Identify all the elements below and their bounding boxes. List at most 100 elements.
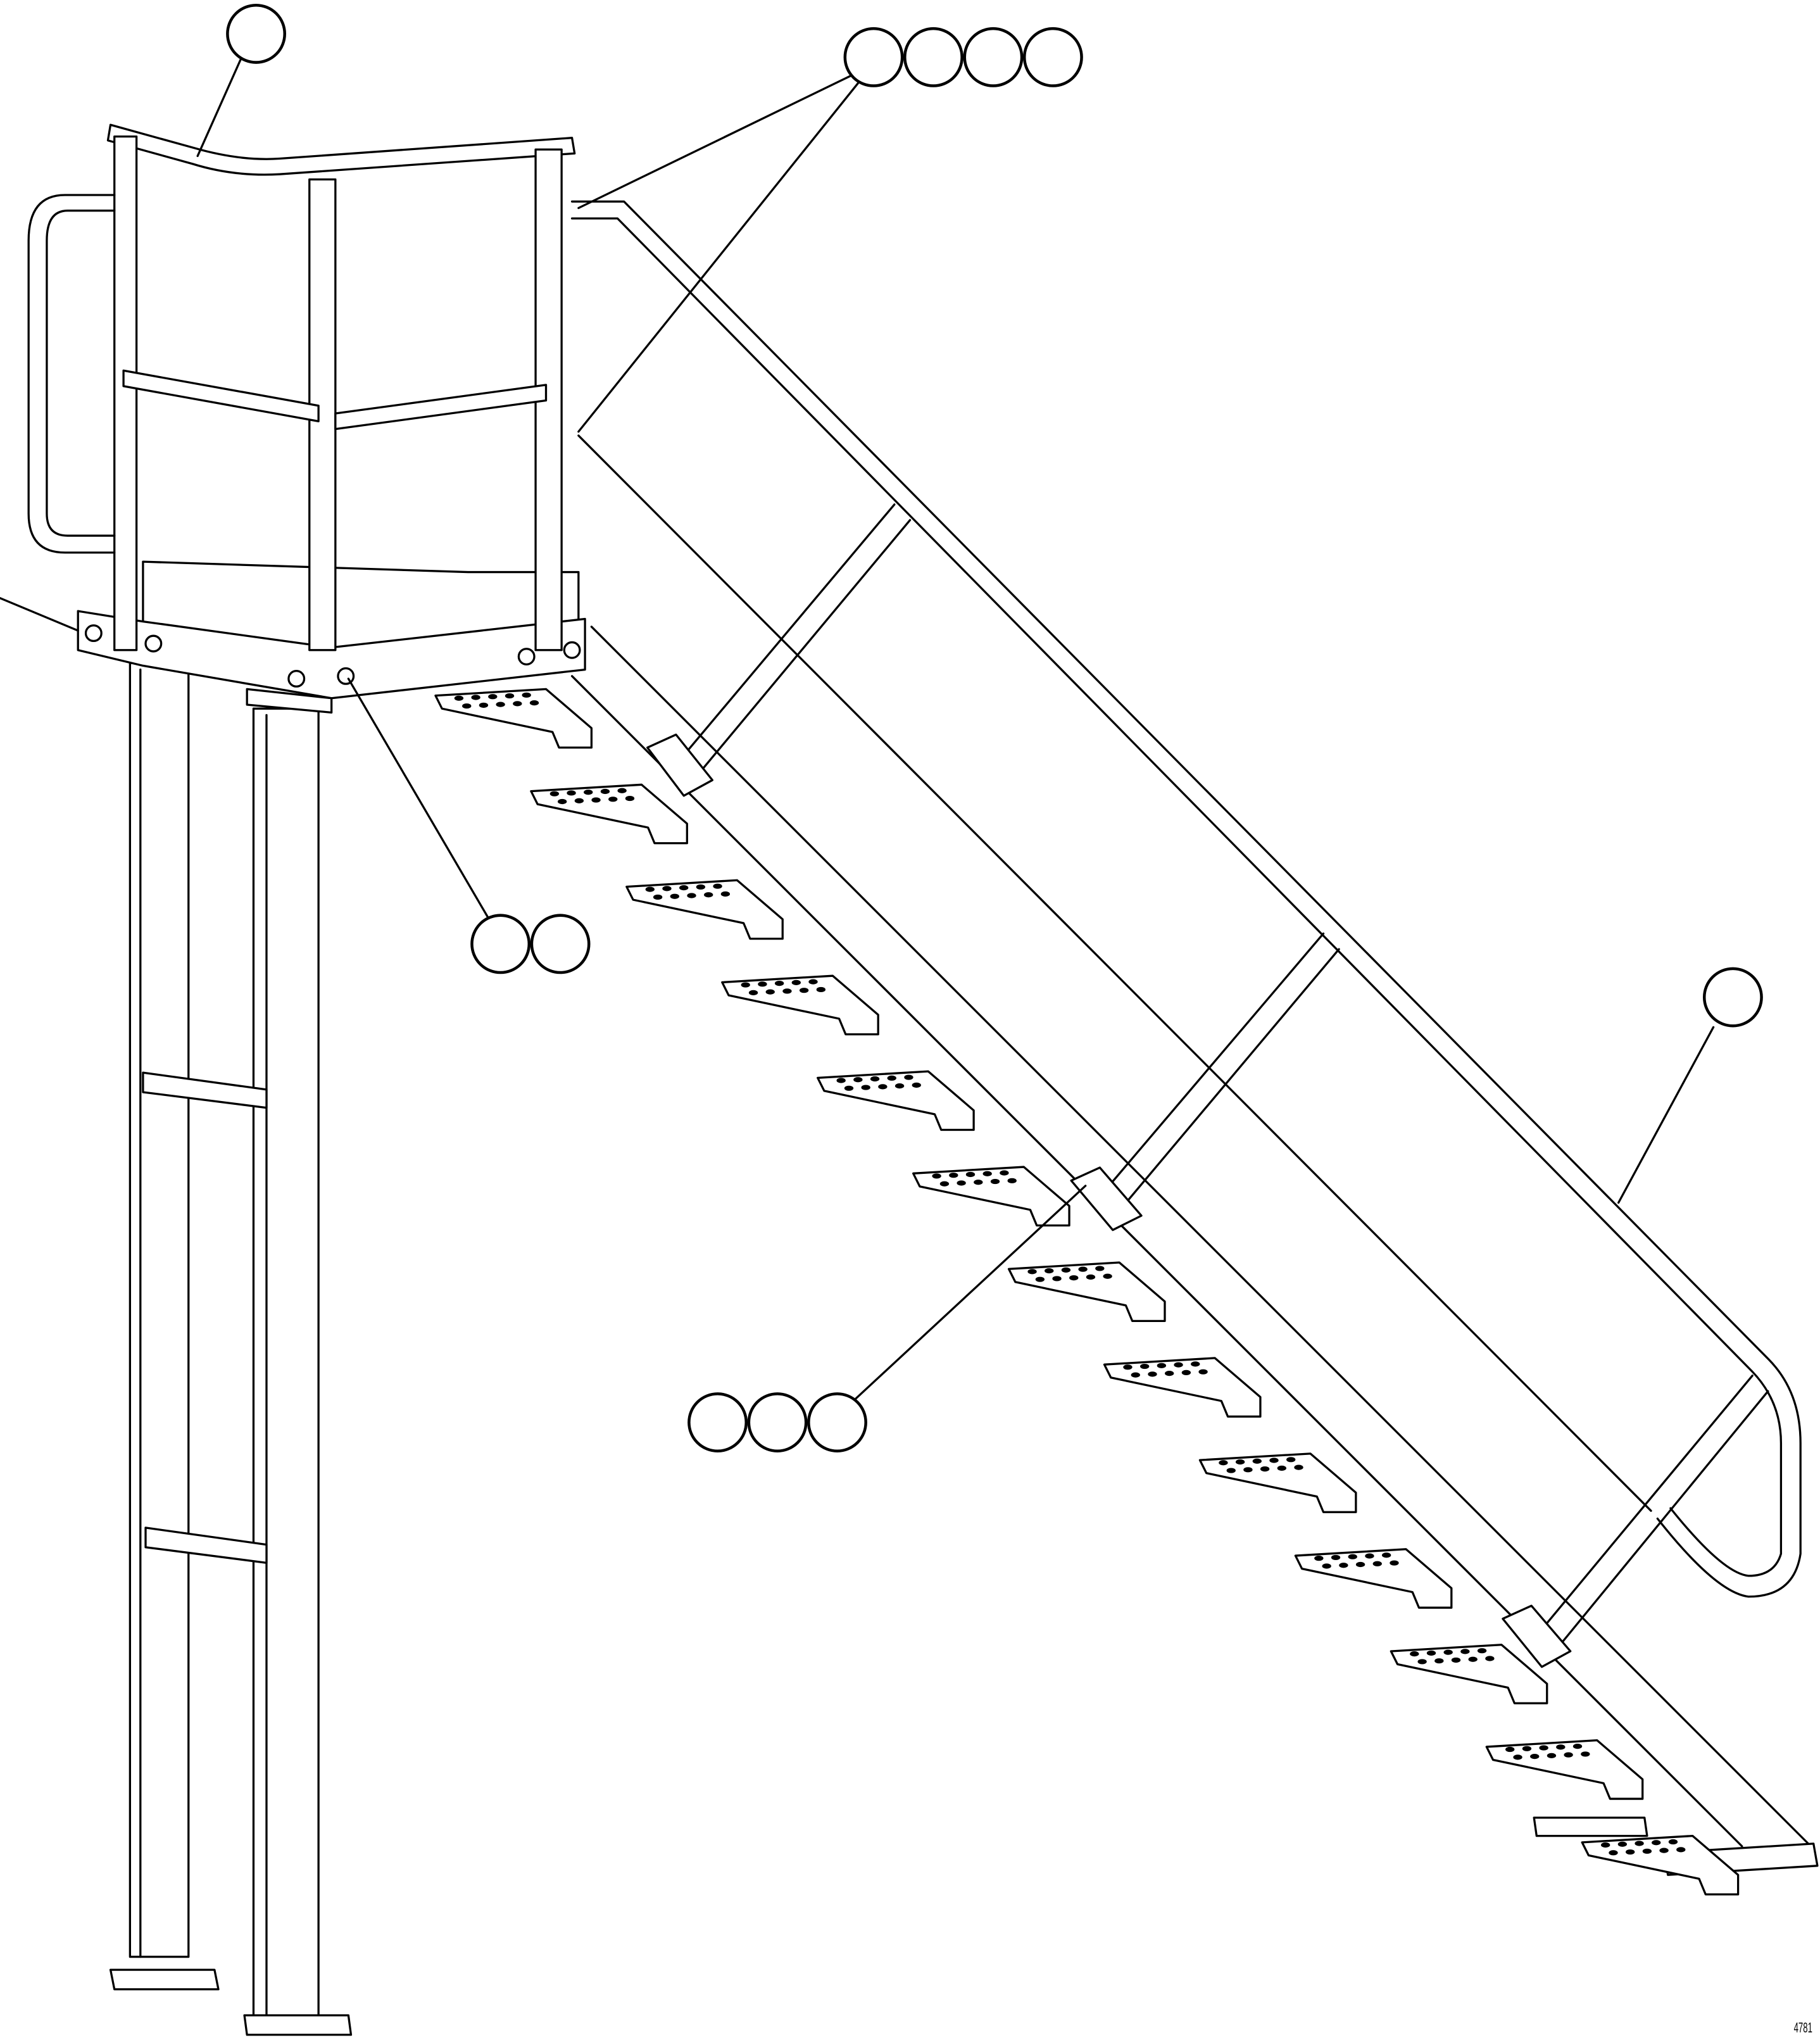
brace-bracket [646,733,713,797]
tread-hole [1260,1466,1270,1472]
tread-hole [488,694,498,700]
stair-step [1390,1644,1548,1704]
stringers [570,434,1819,1876]
tread-hole [617,788,627,793]
tread-hole [1348,1554,1357,1559]
tread-hole [1198,1369,1208,1375]
stair-step [1103,1357,1262,1418]
stair-step [530,783,688,845]
tread-hole [808,979,818,985]
tread-hole [1451,1657,1461,1663]
callout-brace-bolt [687,1392,748,1453]
brace-bracket [1502,1604,1572,1668]
tread-hole [758,981,767,987]
tread-hole [1000,1170,1009,1176]
tread-hole [720,891,731,897]
tread-hole [1226,1468,1236,1473]
callout-rail-clamps [843,27,904,87]
tread-hole [1477,1648,1487,1654]
tread-hole [912,1082,921,1088]
tread-hole [645,886,655,892]
stair-step [1007,1261,1166,1323]
tread-hole [1139,1363,1150,1369]
stair-step [912,1166,1070,1227]
tread-hole [1372,1561,1382,1566]
stair-step [817,1070,975,1131]
tread-hole [741,982,750,988]
tread-hole [1443,1649,1453,1655]
callout-platform-bolt [470,914,531,974]
tread-hole [1609,1850,1618,1856]
platform [0,560,586,714]
tread-hole [1174,1362,1183,1368]
tread-hole [1061,1267,1071,1273]
tread-hole [1181,1369,1191,1376]
tread-hole [1642,1848,1652,1854]
tread-hole [748,990,758,995]
tread-hole [774,980,784,986]
tread-hole [982,1171,992,1176]
tread-hole [1035,1276,1045,1282]
callout-guardrail [226,3,286,64]
tread-hole [1027,1269,1037,1275]
handrail [570,200,1802,1668]
tread-hole [799,988,809,993]
tread-hole [608,796,618,802]
tread-hole [1235,1459,1245,1465]
tread-hole [765,989,775,995]
tread-hole [1652,1840,1661,1846]
tread-hole [1572,1743,1583,1749]
tread-hole [1219,1460,1228,1466]
tread-hole [894,1083,905,1089]
callout-rail-clamps [1022,27,1083,87]
base-plate [109,1968,220,1991]
tread-hole [1007,1178,1017,1183]
tie-rod [0,596,79,632]
tread-hole [505,693,515,699]
drawing-number: 4781 [1793,2020,1812,2036]
tread-hole [1277,1465,1287,1471]
tread-hole [1547,1753,1557,1758]
tread-hole [679,885,689,891]
tread-hole [549,791,560,796]
tread-hole [1468,1656,1478,1662]
stair-step [721,974,879,1036]
brace-bracket [1070,1166,1143,1231]
tread-hole [904,1074,913,1080]
tread-hole [1505,1746,1515,1753]
tread-hole [1668,1839,1678,1845]
tread-hole [957,1180,966,1186]
tread-hole [1485,1656,1495,1661]
tread-hole [513,701,522,707]
tread-hole [557,798,567,805]
stair-step [1294,1548,1453,1609]
tread-hole [1148,1371,1157,1377]
tread-hole [696,884,706,890]
tread-hole [1659,1848,1669,1853]
callout-brace-bolt [807,1392,867,1453]
callout-handrail [1702,967,1763,1028]
stair-step [1485,1739,1644,1800]
callout-brace-bolt [747,1392,808,1453]
tread-hole [529,700,539,706]
stair-step [434,688,593,749]
tread-hole [670,893,679,899]
tread-hole [522,692,531,698]
tread-hole [591,797,601,803]
tread-hole [939,1181,950,1187]
tread-hole [1539,1745,1548,1751]
tread-hole [1522,1746,1532,1751]
ladder-rung [142,1071,268,1109]
guardrail [27,123,576,652]
tread-hole [713,883,722,889]
tread-hole [1625,1849,1635,1855]
tread-hole [1460,1649,1470,1654]
callout-platform-bolt [530,914,591,974]
tread-hole [1417,1659,1427,1665]
tread-hole [1556,1744,1566,1750]
tread-hole [853,1077,863,1083]
tread-hole [574,798,584,803]
tread-hole [496,702,505,707]
tread-hole [1157,1363,1167,1368]
